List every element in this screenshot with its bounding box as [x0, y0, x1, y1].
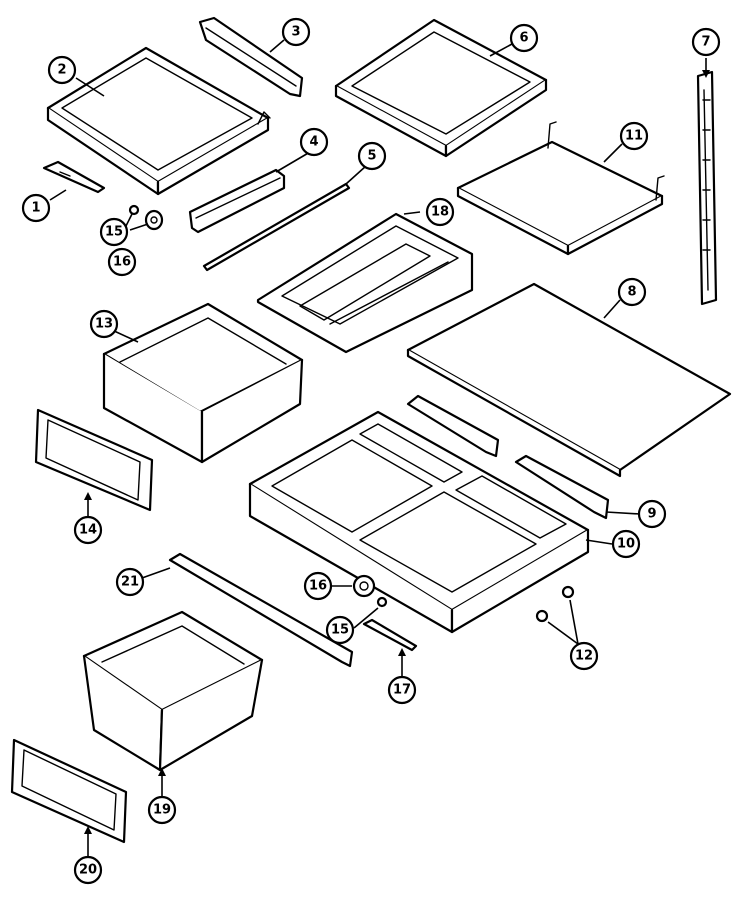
callout-21: 21	[115, 567, 145, 597]
part-4-support	[188, 168, 286, 234]
callout-5: 5	[357, 141, 387, 171]
svg-text:17: 17	[393, 683, 411, 698]
svg-text:10: 10	[617, 537, 635, 552]
part-16-cam-lower	[352, 574, 376, 598]
callout-17: 17	[387, 675, 417, 705]
callout-15-lower: 15	[325, 615, 355, 645]
svg-text:21: 21	[121, 575, 139, 590]
svg-text:6: 6	[519, 31, 528, 46]
callout-13: 13	[89, 309, 119, 339]
part-13-drawer	[102, 302, 304, 464]
svg-text:15: 15	[331, 623, 349, 638]
callout-11: 11	[619, 121, 649, 151]
svg-text:9: 9	[647, 507, 656, 522]
svg-text:8: 8	[627, 285, 636, 300]
svg-text:16: 16	[113, 255, 131, 270]
part-19-bin	[82, 610, 264, 772]
svg-text:2: 2	[57, 63, 66, 78]
callout-14: 14	[73, 515, 103, 545]
svg-text:19: 19	[153, 803, 171, 818]
leader-lines	[49, 39, 710, 856]
part-2-shelf	[46, 46, 271, 196]
part-1-bracket	[42, 160, 106, 194]
callout-3: 3	[281, 17, 311, 47]
part-7-vertical-rail	[696, 70, 718, 306]
svg-text:4: 4	[309, 135, 318, 150]
callout-19: 19	[147, 795, 177, 825]
callout-16-lower: 16	[303, 571, 333, 601]
part-5-rod	[202, 182, 351, 272]
svg-text:5: 5	[367, 149, 376, 164]
callout-7: 7	[691, 27, 721, 57]
callout-1: 1	[21, 193, 51, 223]
part-20-bin-front	[10, 738, 128, 844]
svg-text:15: 15	[105, 225, 123, 240]
callout-15-top: 15	[99, 217, 129, 247]
part-14-drawer-front	[34, 408, 154, 512]
svg-text:20: 20	[79, 863, 97, 878]
part-10-main-frame	[248, 410, 590, 634]
svg-text:14: 14	[79, 523, 97, 538]
callout-10: 10	[611, 529, 641, 559]
svg-text:1: 1	[31, 201, 40, 216]
svg-text:11: 11	[625, 129, 643, 144]
part-8-glass-panel	[406, 282, 732, 478]
svg-text:7: 7	[701, 35, 710, 50]
part-17-bracket	[362, 618, 418, 652]
callout-9: 9	[637, 499, 667, 529]
svg-text:3: 3	[291, 25, 300, 40]
callout-6: 6	[509, 23, 539, 53]
part-3-rail	[198, 16, 304, 98]
callout-4: 4	[299, 127, 329, 157]
callout-20: 20	[73, 855, 103, 885]
callout-12: 12	[569, 641, 599, 671]
part-6-glass-shelf	[334, 18, 548, 158]
part-11-cantilever-shelf	[456, 121, 665, 256]
part-12-screws	[535, 585, 575, 623]
callout-8: 8	[617, 277, 647, 307]
svg-text:16: 16	[309, 579, 327, 594]
svg-text:13: 13	[95, 317, 113, 332]
part-15-screw-top	[128, 204, 140, 216]
callout-2: 2	[47, 55, 77, 85]
callout-16-top: 16	[107, 247, 137, 277]
svg-text:12: 12	[575, 649, 593, 664]
callout-18: 18	[425, 197, 455, 227]
part-16-cam-top	[144, 209, 164, 231]
part-9-rail-lower	[514, 454, 610, 520]
part-18-crisper-frame	[256, 212, 474, 354]
part-15-screw-lower	[376, 596, 388, 608]
part-21-rail	[168, 552, 354, 668]
part-9-rail-upper	[406, 394, 500, 458]
svg-text:18: 18	[431, 205, 449, 220]
